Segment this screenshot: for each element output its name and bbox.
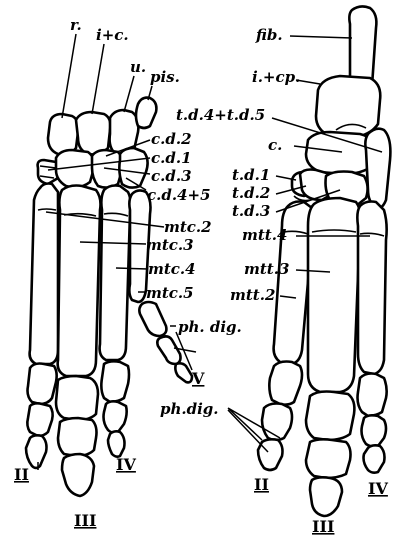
toe-2-phalanx-2 xyxy=(262,404,292,441)
label-tarsal-1: t.d.1 xyxy=(232,166,270,184)
metacarpal-2-bone xyxy=(30,184,58,365)
label-hand-phalanges: ph. dig. xyxy=(178,318,242,336)
toe-4-phalanx-3 xyxy=(364,445,385,472)
label-fibula: fib. xyxy=(255,26,283,44)
label-radiale: r. xyxy=(70,16,82,34)
label-toe-2: II xyxy=(254,475,269,494)
toe-4-phalanx-1 xyxy=(358,374,387,417)
label-centrale: c. xyxy=(268,136,282,154)
digit-5-phalanx-1 xyxy=(139,302,166,336)
toe-3-phalanx-2 xyxy=(306,439,351,478)
label-metacarpal-2: mtc.2 xyxy=(164,218,212,236)
toe-3-phalanx-3 xyxy=(310,477,342,516)
intermedium-centrale-bone xyxy=(76,112,110,154)
label-finger-5: V xyxy=(191,369,205,388)
toe-3-phalanx-1 xyxy=(306,392,354,441)
tarsal-4-5-bone xyxy=(365,129,390,209)
metatarsal-4-bone xyxy=(357,202,386,375)
digit-4-phalanx-1 xyxy=(101,361,129,402)
label-ulnare: u. xyxy=(130,58,146,76)
label-tarsal-3: t.d.3 xyxy=(232,202,270,220)
digit-4-phalanx-3 xyxy=(108,431,125,456)
label-metatarsal-2: mtt.2 xyxy=(230,286,275,304)
label-metatarsal-4: mtt.4 xyxy=(242,226,287,244)
label-intermedium-calcaneum: i.+cp. xyxy=(252,68,300,86)
digit-2-phalanx-3 xyxy=(26,435,47,468)
label-metacarpal-4: mtc.4 xyxy=(148,260,196,278)
label-metatarsal-3: mtt.3 xyxy=(244,260,289,278)
label-distal-carpal-2: c.d.2 xyxy=(151,130,192,148)
digit-3-phalanx-3 xyxy=(62,454,94,496)
label-metacarpal-3: mtc.3 xyxy=(146,236,194,254)
pisiform-bone xyxy=(136,98,156,128)
label-finger-3: III xyxy=(74,511,96,530)
toe-2-phalanx-1 xyxy=(269,362,302,405)
label-toe-4: IV xyxy=(368,479,388,498)
label-finger-4: IV xyxy=(116,455,136,474)
label-tarsal-2: t.d.2 xyxy=(232,184,270,202)
toe-4-phalanx-2 xyxy=(362,415,387,446)
label-pisiform: pis. xyxy=(150,68,180,86)
digit-2-phalanx-2 xyxy=(27,403,52,436)
toe-2-phalanx-3 xyxy=(258,439,283,470)
intermedium-calcaneum-bone xyxy=(316,76,380,138)
label-metacarpal-5: mtc.5 xyxy=(146,284,194,302)
metatarsal-3-bone xyxy=(308,198,361,392)
label-distal-carpal-3: c.d.3 xyxy=(151,167,192,185)
radiale-bone xyxy=(48,114,78,154)
digit-4-phalanx-2 xyxy=(104,401,127,432)
metacarpal-4-bone xyxy=(100,186,131,361)
label-tarsal-4-5: t.d.4+t.d.5 xyxy=(176,106,265,124)
digit-2-phalanx-1 xyxy=(28,364,57,405)
digit-5-phalanx-3 xyxy=(175,363,192,382)
label-distal-carpal-1: c.d.1 xyxy=(151,149,192,167)
digit-5-phalanx-2 xyxy=(157,336,180,364)
label-foot-phalanges: ph.dig. xyxy=(160,400,219,418)
digit-3-phalanx-1 xyxy=(56,376,98,420)
label-distal-carpal-4-5: c.d.4+5 xyxy=(147,186,211,204)
label-intermedium-centrale: i+c. xyxy=(96,26,129,44)
digit-3-phalanx-2 xyxy=(58,418,97,456)
label-finger-2: II xyxy=(14,465,29,484)
label-toe-3: III xyxy=(312,517,334,536)
